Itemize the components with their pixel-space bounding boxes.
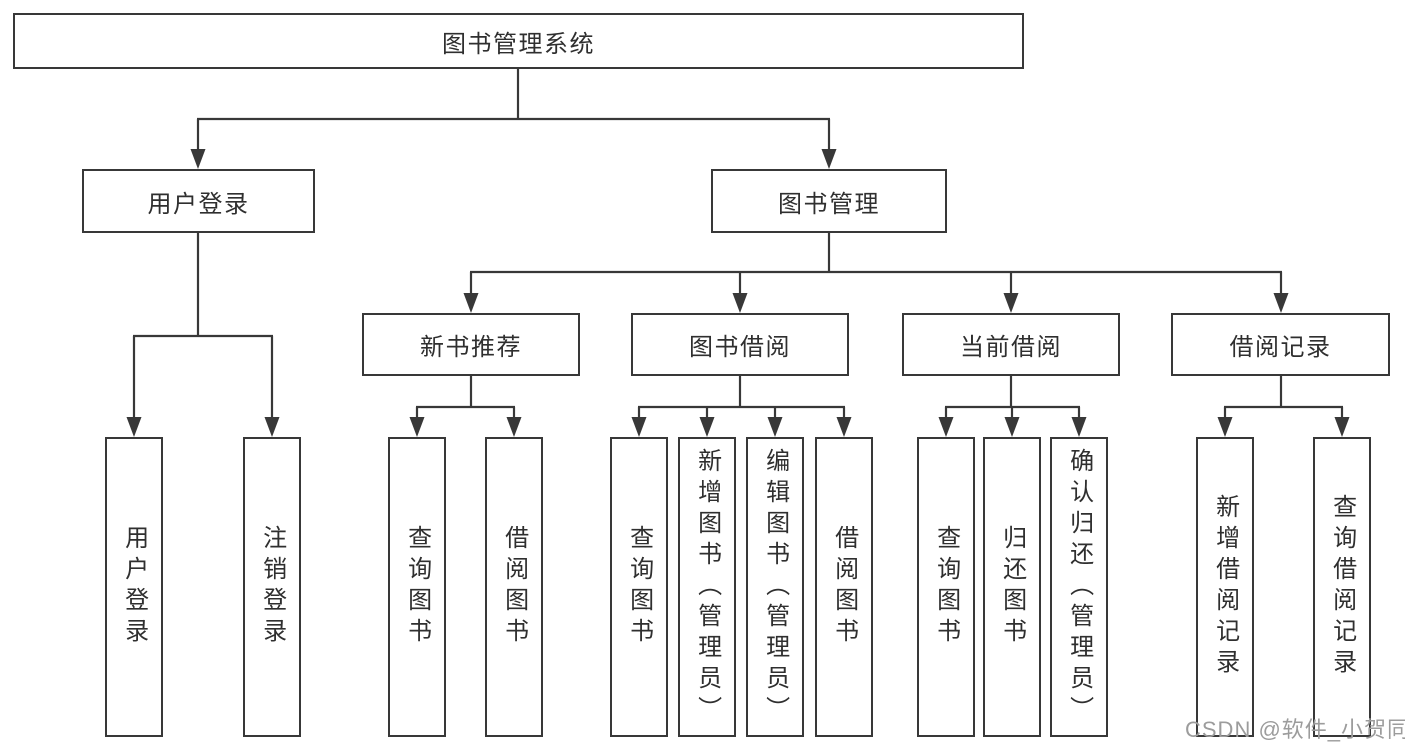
node-leaf-user-login: 用户登录 [105,437,163,737]
node-leaf-query-books-recommend: 查询图书 [388,437,446,737]
node-borrowing-records: 借阅记录 [1171,313,1390,376]
node-leaf-query-borrow-record: 查询借阅记录 [1313,437,1371,737]
leaf-label: 确认归还（管理员） [1065,447,1093,727]
leaf-label: 借阅图书 [500,525,528,649]
node-leaf-add-borrow-record: 新增借阅记录 [1196,437,1254,737]
leaf-label: 新增图书（管理员） [693,447,721,727]
node-library-management-system: 图书管理系统 [13,13,1024,69]
leaf-label: 注销登录 [258,525,286,649]
leaf-label: 查询图书 [403,525,431,649]
node-leaf-logout: 注销登录 [243,437,301,737]
node-user-login-module: 用户登录 [82,169,315,233]
node-new-book-recommendation: 新书推荐 [362,313,580,376]
node-leaf-return-book: 归还图书 [983,437,1041,737]
leaf-label: 编辑图书（管理员） [761,447,789,727]
leaf-label: 用户登录 [120,525,148,649]
watermark: CSDN @软件_小贺同学 [1185,717,1405,742]
node-book-management-module: 图书管理 [711,169,947,233]
node-leaf-confirm-return-admin: 确认归还（管理员） [1050,437,1108,737]
leaf-label: 查询图书 [932,525,960,649]
node-leaf-query-books-borrow: 查询图书 [610,437,668,737]
node-leaf-edit-book-admin: 编辑图书（管理员） [746,437,804,737]
node-leaf-borrow-books: 借阅图书 [815,437,873,737]
node-leaf-add-book-admin: 新增图书（管理员） [678,437,736,737]
leaf-label: 新增借阅记录 [1211,494,1239,680]
node-book-borrowing: 图书借阅 [631,313,849,376]
node-current-borrowing: 当前借阅 [902,313,1120,376]
leaf-label: 归还图书 [998,525,1026,649]
node-leaf-borrow-books-recommend: 借阅图书 [485,437,543,737]
leaf-label: 借阅图书 [830,525,858,649]
node-leaf-query-books-current: 查询图书 [917,437,975,737]
leaf-label: 查询图书 [625,525,653,649]
leaf-label: 查询借阅记录 [1328,494,1356,680]
